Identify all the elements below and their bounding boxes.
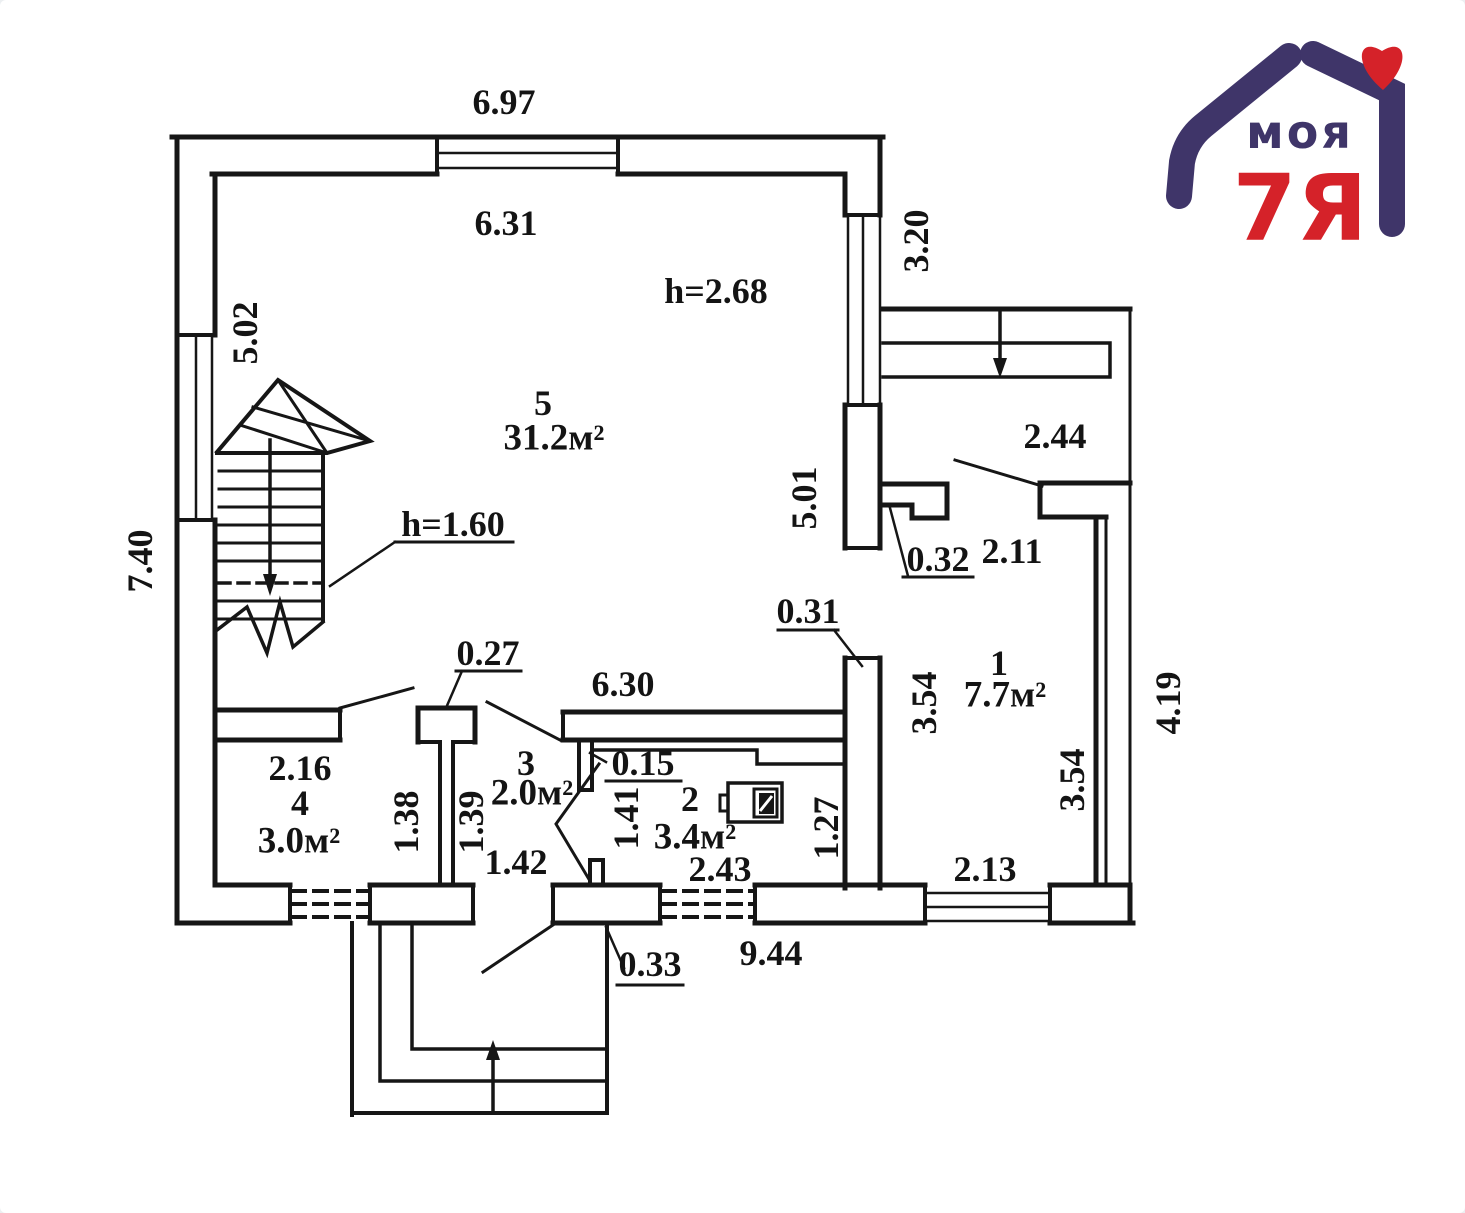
outer-walls <box>169 134 1136 926</box>
label-room-5-number: 5 <box>534 383 552 423</box>
logo-text-moya: моя <box>1246 105 1354 159</box>
toilet-icon <box>718 781 784 824</box>
label-dim-630: 6.30 <box>592 664 655 704</box>
label-room-5-area: 31.2м² <box>503 418 604 459</box>
stairs-down-arrow <box>263 438 277 596</box>
label-dim-213: 2.13 <box>954 849 1017 889</box>
window-right <box>846 213 882 407</box>
label-dim-502: 5.02 <box>225 302 265 365</box>
label-room-4-number: 4 <box>291 783 309 823</box>
label-dim-032: 0.32 <box>907 539 970 579</box>
window-bottom <box>923 891 1052 923</box>
logo-house-right-arm <box>1300 41 1405 237</box>
label-dim-h160: h=1.60 <box>401 504 505 544</box>
label-dim-142: 1.42 <box>485 842 548 882</box>
bottom-porch <box>350 921 609 1117</box>
label-room-4-area: 3.0м² <box>258 821 341 862</box>
label-room-3-number: 3 <box>517 743 535 783</box>
label-dim-243: 2.43 <box>689 849 752 889</box>
label-dim-944: 9.44 <box>740 933 803 973</box>
logo-text-7ya: 7Я <box>1233 155 1368 262</box>
label-dim-138: 1.38 <box>386 791 426 854</box>
staircase <box>214 377 375 659</box>
label-room-2-number: 2 <box>681 779 699 819</box>
label-dim-354-right: 3.54 <box>1052 749 1092 812</box>
label-dim-419: 4.19 <box>1148 672 1188 735</box>
leader-lines <box>328 506 910 970</box>
openings-dashed <box>290 889 755 919</box>
dimension-underlines <box>393 540 975 987</box>
dimension-labels: 6.97 6.31 h=2.68 5.02 7.40 3.20 2.44 5.01 0.32 2.… <box>120 82 1188 984</box>
label-dim-015: 0.15 <box>612 743 675 783</box>
label-dim-244: 2.44 <box>1024 416 1087 456</box>
top-entry-arrow <box>993 311 1007 378</box>
label-dim-631: 6.31 <box>475 203 538 243</box>
label-dim-211: 2.11 <box>981 531 1042 571</box>
windows <box>194 151 1052 923</box>
label-dim-127: 1.27 <box>806 797 846 860</box>
logo-house-left-arm <box>1166 43 1302 209</box>
agency-logo: моя 7Я <box>1166 41 1405 262</box>
label-dim-027: 0.27 <box>457 633 520 673</box>
label-dim-354-left: 3.54 <box>904 672 944 735</box>
label-dim-501: 5.01 <box>784 467 824 530</box>
interior-walls <box>212 481 950 887</box>
label-dim-033: 0.33 <box>619 944 682 984</box>
label-room-3-area: 2.0м² <box>491 773 574 814</box>
label-dim-141: 1.41 <box>606 787 646 850</box>
label-dim-h268: h=2.68 <box>664 271 768 311</box>
label-room-2-area: 3.4м² <box>654 817 737 858</box>
entry-up-arrow <box>486 1040 500 1114</box>
label-room-1-number: 1 <box>990 643 1008 683</box>
door-swings <box>338 458 1044 975</box>
label-dim-216: 2.16 <box>269 748 332 788</box>
window-top <box>435 151 620 170</box>
label-dim-697: 6.97 <box>473 82 536 122</box>
label-dim-031: 0.31 <box>777 591 840 631</box>
entrance-wing-walls <box>880 306 1133 926</box>
window-left <box>194 333 214 522</box>
label-room-1-area: 7.7м² <box>964 675 1047 716</box>
label-dim-139: 1.39 <box>451 791 491 854</box>
heart-icon <box>1361 46 1403 90</box>
label-dim-320: 3.20 <box>896 210 936 273</box>
label-dim-740: 7.40 <box>120 530 160 593</box>
